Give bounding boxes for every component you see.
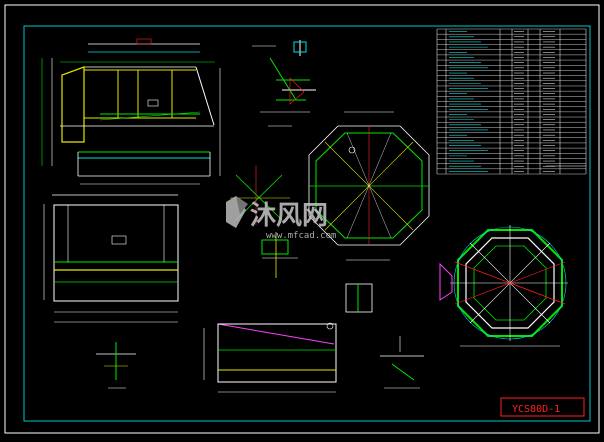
detail-d [380, 336, 424, 389]
watermark-url: www.mfcad.com [266, 231, 336, 241]
title-block-code: YCS80D-1 [512, 404, 560, 415]
circular-plan [439, 225, 568, 347]
parts-table [436, 28, 587, 175]
watermark: 沐风网 www.mfcad.com [226, 196, 336, 241]
title-block [500, 397, 585, 417]
inner-frame [23, 25, 591, 422]
detail-a [252, 40, 316, 127]
watermark-logo-icon [226, 196, 248, 228]
detail-c [96, 342, 136, 389]
watermark-brand: 沐风网 [250, 201, 328, 231]
elevation-view [41, 38, 221, 185]
section-view [203, 322, 337, 393]
outer-frame [4, 4, 600, 434]
octagon-plan [308, 111, 430, 261]
plan-view [43, 194, 179, 323]
